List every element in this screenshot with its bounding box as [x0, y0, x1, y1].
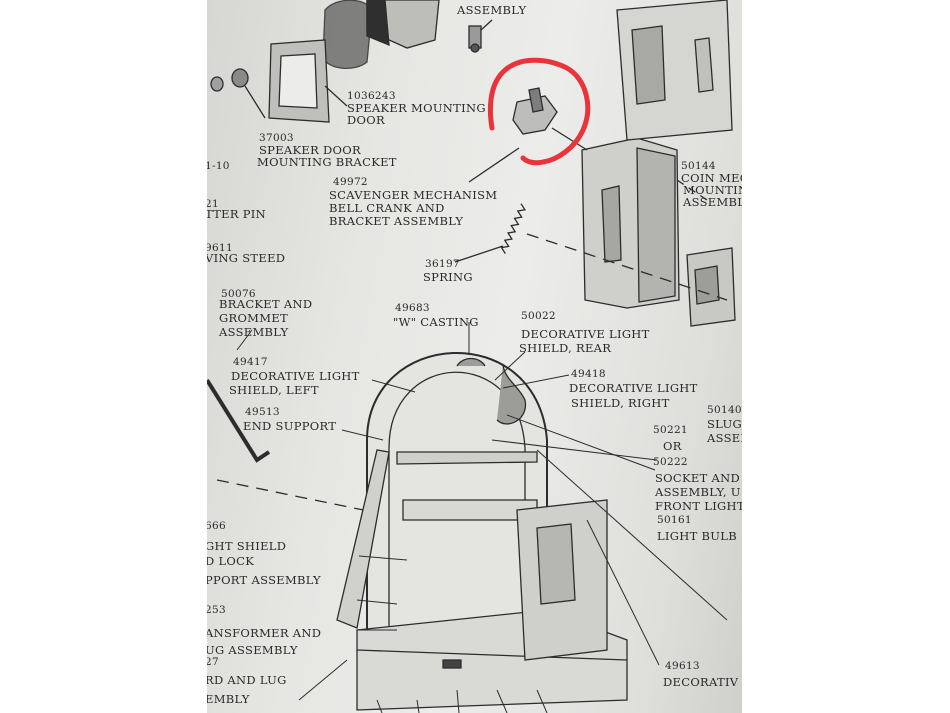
part-number-1036243: 1036243: [347, 90, 396, 102]
part-number-50140: 50140: [707, 404, 742, 416]
part-number-49513: 49513: [245, 406, 280, 418]
label-w-casting: "W" CASTING: [393, 315, 479, 329]
red-annotation-circle: [487, 57, 591, 166]
label-light-bulb: LIGHT BULB: [657, 529, 737, 543]
label-decorative-light-left: DECORATIVE LIGHT: [231, 369, 360, 383]
label-decorative-light-rear: DECORATIVE LIGHT: [521, 327, 650, 341]
part-number-36197: 36197: [425, 258, 460, 270]
label-plate-assembly: ASSEMBLY: [457, 3, 527, 17]
label-cotter-pin: TTER PIN: [207, 207, 267, 221]
label-board-and-lug: RD AND LUG: [207, 673, 287, 687]
label-front-light: FRONT LIGHT: [655, 499, 742, 513]
label-lug-assembly: UG ASSEMBLY: [207, 643, 298, 657]
part-number-27: 27: [207, 656, 219, 668]
slug-assembly: [686, 247, 736, 327]
label-socket-and: SOCKET AND: [655, 471, 741, 485]
part-number-49418: 49418: [571, 368, 606, 380]
label-speaker-mounting: SPEAKER MOUNTING: [347, 101, 486, 115]
label-assembly-bottom: EMBLY: [207, 692, 250, 706]
label-door: DOOR: [347, 113, 385, 127]
label-scavenger-mechanism: SCAVENGER MECHANISM: [329, 188, 498, 202]
label-light-shield: GHT SHIELD: [207, 539, 287, 553]
label-grommet: GROMMET: [219, 311, 288, 325]
part-number-50144: 50144: [681, 160, 716, 172]
spring: [454, 203, 526, 263]
label-shield-right: SHIELD, RIGHT: [571, 396, 670, 410]
part-number-21: 21: [207, 198, 219, 210]
label-decorative-bottom: DECORATIV: [663, 675, 739, 689]
speaker-grille: [322, 0, 440, 69]
part-number-50222: 50222: [653, 456, 688, 468]
label-shield-left: SHIELD, LEFT: [229, 383, 319, 397]
part-number-666: 666: [207, 520, 226, 532]
label-bell-crank: BELL CRANK AND: [329, 201, 445, 215]
label-assem: ASSEM: [707, 431, 742, 445]
label-or: OR: [663, 439, 682, 453]
label-bracket-and: BRACKET AND: [219, 297, 313, 311]
part-number-9611: 9611: [207, 242, 233, 254]
part-number-50221: 50221: [653, 424, 688, 436]
part-number-1-10: 1-10: [207, 160, 230, 172]
label-mounting-bracket: MOUNTING BRACKET: [257, 155, 397, 169]
label-decorative-light-right: DECORATIVE LIGHT: [569, 381, 698, 395]
label-support-assembly: PPORT ASSEMBLY: [207, 573, 321, 587]
part-number-49972: 49972: [333, 176, 368, 188]
label-speaker-door: SPEAKER DOOR: [259, 143, 361, 157]
label-shield-rear: SHIELD, REAR: [519, 341, 612, 355]
label-spring: SPRING: [423, 270, 473, 284]
plate-assembly-part: [468, 19, 493, 53]
part-number-50022: 50022: [521, 310, 556, 322]
support-rod: [207, 378, 271, 463]
part-number-50076: 50076: [221, 288, 256, 300]
part-number-50161: 50161: [657, 514, 692, 526]
label-assembly-coin: ASSEMBLY: [683, 195, 742, 209]
part-number-49417: 49417: [233, 356, 268, 368]
leader-lines: [236, 322, 728, 713]
parts-diagram: [207, 0, 736, 713]
label-transformer-and: ANSFORMER AND: [207, 626, 322, 640]
manual-page-photo: ASSEMBLY 1036243 SPEAKER MOUNTING DOOR 3…: [207, 0, 742, 713]
label-coin-mech: COIN MEC: [681, 171, 742, 185]
door-mounting-bracket: [210, 68, 266, 119]
coin-mechanism-mounting: [551, 127, 708, 309]
label-bracket-assembly: BRACKET ASSEMBLY: [329, 214, 464, 228]
coin-chute-top-right: [616, 0, 733, 141]
part-number-49683: 49683: [395, 302, 430, 314]
part-number-37003: 37003: [259, 132, 294, 144]
part-number-253: 253: [207, 604, 226, 616]
label-end-support: END SUPPORT: [243, 419, 337, 433]
label-slug: SLUG: [707, 417, 742, 431]
label-assembly-u: ASSEMBLY, U: [655, 485, 741, 499]
label-swing-steed: VING STEED: [207, 251, 286, 265]
side-door-panel: [516, 499, 608, 661]
bell-crank-assembly: [468, 87, 558, 183]
label-d-lock: D LOCK: [207, 554, 255, 568]
label-assembly-grommet: ASSEMBLY: [219, 325, 289, 339]
part-number-49613: 49613: [665, 660, 700, 672]
speaker-mounting-door: [268, 39, 348, 123]
label-mounting: MOUNTING: [683, 183, 742, 197]
